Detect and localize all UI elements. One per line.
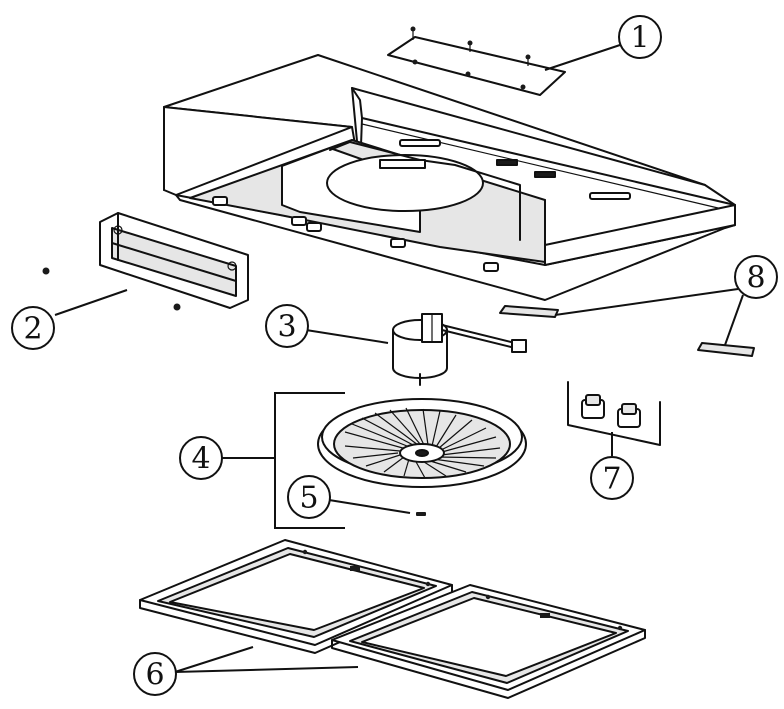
top-mounting-plate [387, 36, 566, 96]
callout-2-label: 2 [23, 312, 42, 347]
grease-filters [139, 539, 646, 699]
fan-nut [416, 512, 426, 516]
filter-clips [499, 305, 755, 357]
callout-6-label: 6 [145, 658, 164, 693]
light-socket-assembly [567, 381, 661, 446]
blower-motor [392, 313, 527, 386]
callout-7: 7 [590, 456, 634, 500]
callout-4-label: 4 [191, 442, 210, 477]
callout-8: 8 [734, 255, 778, 299]
callout-4: 4 [179, 436, 223, 480]
fan-wheel [317, 398, 527, 488]
callout-2: 2 [11, 306, 55, 350]
leader-lines [54, 44, 744, 673]
callout-5: 5 [287, 475, 331, 519]
callout-1: 1 [618, 15, 662, 59]
callout-1-label: 1 [630, 21, 649, 56]
callout-5-label: 5 [299, 481, 318, 516]
callout-6: 6 [133, 652, 177, 696]
callout-8-label: 8 [746, 261, 765, 296]
range-hood-body [163, 54, 736, 301]
duct-damper-assembly [42, 212, 249, 311]
callout-3: 3 [265, 304, 309, 348]
mounting-screws [410, 26, 531, 66]
callout-7-label: 7 [602, 462, 621, 497]
callout-3-label: 3 [277, 310, 296, 345]
blower-assembly-bracket [274, 392, 345, 529]
